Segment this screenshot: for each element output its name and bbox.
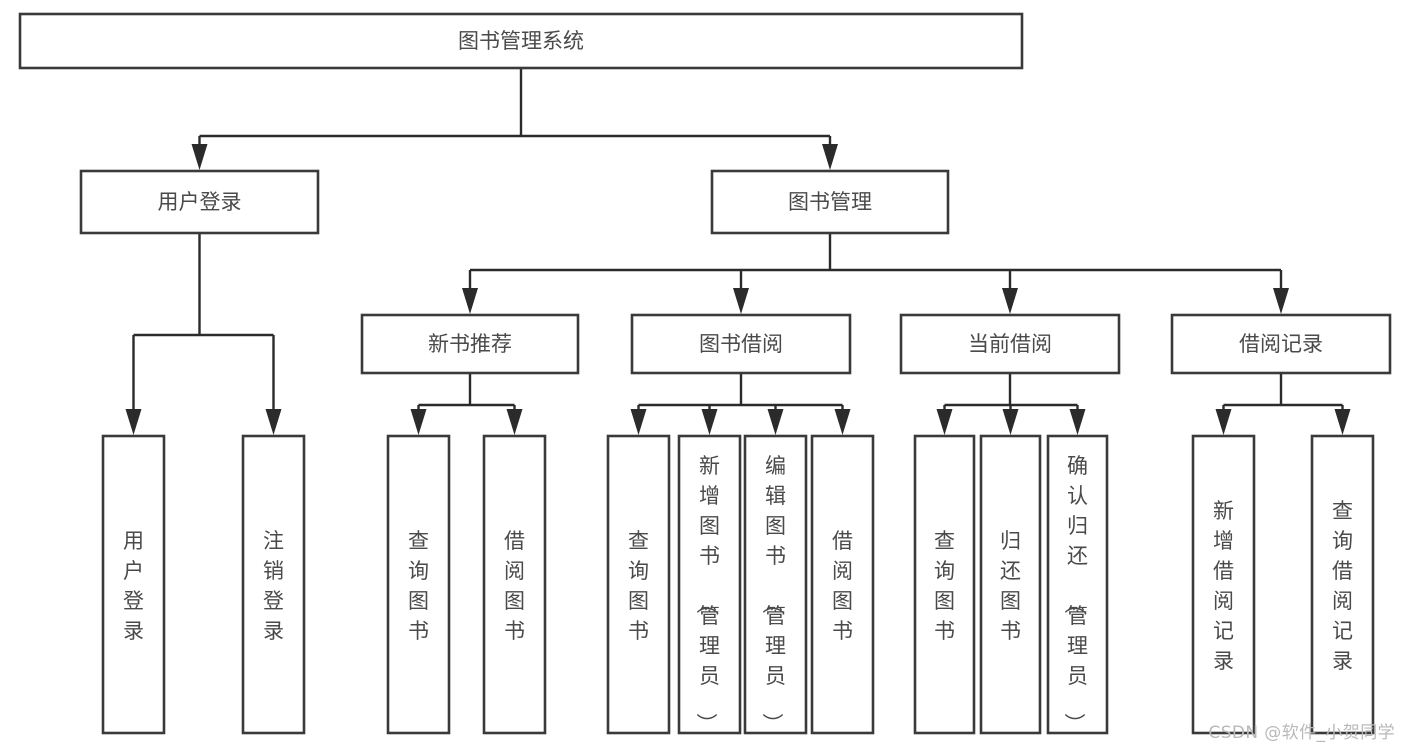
node-label: 图书管理系统	[458, 29, 584, 53]
edge-group-borrow-record	[1215, 373, 1351, 435]
arrow-head-icon	[1215, 409, 1232, 435]
node-box[interactable]	[1046, 434, 1109, 735]
node-leaf-borrow-book-2[interactable]: 借阅图书	[810, 434, 875, 735]
node-current-borrow[interactable]: 当前借阅	[899, 313, 1121, 375]
node-label: 查询图书	[934, 529, 955, 643]
arrow-head-icon	[822, 144, 838, 170]
edge-group-current-borrow	[936, 373, 1086, 435]
node-leaf-query-book-3[interactable]: 查询图书	[913, 434, 976, 735]
node-label: 查询图书	[408, 529, 429, 643]
node-label: 查询图书	[628, 529, 649, 643]
arrow-head-icon	[265, 409, 282, 435]
edge-group-user-login	[125, 233, 282, 435]
node-box[interactable]	[360, 313, 580, 375]
node-label: 借阅图书	[832, 529, 853, 643]
arrow-head-icon	[506, 409, 523, 435]
node-label: 当前借阅	[968, 332, 1052, 356]
edge-group-book-manage	[462, 233, 1289, 314]
node-box[interactable]	[101, 434, 166, 735]
arrow-head-icon	[1334, 409, 1351, 435]
node-box[interactable]	[899, 313, 1121, 375]
node-box[interactable]	[810, 434, 875, 735]
node-leaf-borrow-book-1[interactable]: 借阅图书	[482, 434, 547, 735]
node-label: 用户登录	[123, 529, 144, 643]
node-leaf-confirm-return[interactable]: 确认归还（管理员）	[1046, 434, 1109, 735]
edge-group-book-borrow	[630, 373, 851, 435]
node-leaf-query-record[interactable]: 查询借阅记录	[1310, 434, 1375, 735]
arrow-head-icon	[191, 144, 208, 170]
arrow-head-icon	[1273, 288, 1289, 314]
node-user-login[interactable]: 用户登录	[79, 169, 320, 235]
node-box[interactable]	[1170, 313, 1392, 375]
arrow-head-icon	[936, 409, 953, 435]
node-leaf-query-book-1[interactable]: 查询图书	[386, 434, 451, 735]
node-box[interactable]	[1310, 434, 1375, 735]
node-book-manage[interactable]: 图书管理	[710, 169, 950, 235]
arrow-head-icon	[834, 409, 851, 435]
node-box[interactable]	[710, 169, 950, 235]
arrow-head-icon	[767, 409, 784, 435]
node-label: 新增借阅记录	[1213, 499, 1234, 673]
node-leaf-user-login[interactable]: 用户登录	[101, 434, 166, 735]
node-book-borrow[interactable]: 图书借阅	[630, 313, 852, 375]
arrow-head-icon	[462, 288, 478, 314]
node-label: 新增图书（管理员）	[694, 454, 720, 734]
node-label: 编辑图书（管理员）	[760, 454, 786, 734]
node-root[interactable]: 图书管理系统	[18, 12, 1024, 70]
edges-layer	[125, 68, 1351, 435]
node-box[interactable]	[743, 434, 808, 735]
node-label: 借阅记录	[1239, 332, 1323, 356]
edge-group-new-book-recommend	[410, 373, 523, 435]
node-box[interactable]	[18, 12, 1024, 70]
arrow-head-icon	[1069, 409, 1086, 435]
nodes-layer: 图书管理系统用户登录图书管理新书推荐图书借阅当前借阅借阅记录用户登录注销登录查询…	[18, 12, 1392, 735]
node-leaf-add-book[interactable]: 新增图书（管理员）	[677, 434, 742, 735]
node-box[interactable]	[677, 434, 742, 735]
node-leaf-edit-book[interactable]: 编辑图书（管理员）	[743, 434, 808, 735]
node-label: 借阅图书	[504, 529, 525, 643]
node-leaf-logout[interactable]: 注销登录	[241, 434, 306, 735]
node-box[interactable]	[241, 434, 306, 735]
arrow-head-icon	[1002, 409, 1019, 435]
node-leaf-query-book-2[interactable]: 查询图书	[606, 434, 671, 735]
node-new-book-recommend[interactable]: 新书推荐	[360, 313, 580, 375]
node-label: 用户登录	[158, 190, 242, 214]
node-leaf-return-book[interactable]: 归还图书	[979, 434, 1042, 735]
node-label: 图书管理	[788, 190, 872, 214]
node-box[interactable]	[1191, 434, 1256, 735]
arrow-head-icon	[701, 409, 718, 435]
node-label: 确认归还（管理员）	[1062, 454, 1088, 734]
node-label: 注销登录	[263, 529, 284, 643]
arrow-head-icon	[733, 288, 749, 314]
edge-group-root	[191, 68, 838, 170]
arrow-head-icon	[125, 409, 142, 435]
node-label: 图书借阅	[699, 332, 783, 356]
arrow-head-icon	[630, 409, 647, 435]
node-box[interactable]	[79, 169, 320, 235]
arrow-head-icon	[1002, 288, 1018, 314]
node-box[interactable]	[979, 434, 1042, 735]
node-borrow-record[interactable]: 借阅记录	[1170, 313, 1392, 375]
node-box[interactable]	[482, 434, 547, 735]
node-leaf-add-record[interactable]: 新增借阅记录	[1191, 434, 1256, 735]
node-box[interactable]	[630, 313, 852, 375]
node-box[interactable]	[913, 434, 976, 735]
node-label: 归还图书	[1000, 529, 1021, 643]
node-label: 新书推荐	[428, 332, 512, 356]
node-box[interactable]	[606, 434, 671, 735]
node-label: 查询借阅记录	[1332, 499, 1353, 673]
node-box[interactable]	[386, 434, 451, 735]
arrow-head-icon	[410, 409, 427, 435]
